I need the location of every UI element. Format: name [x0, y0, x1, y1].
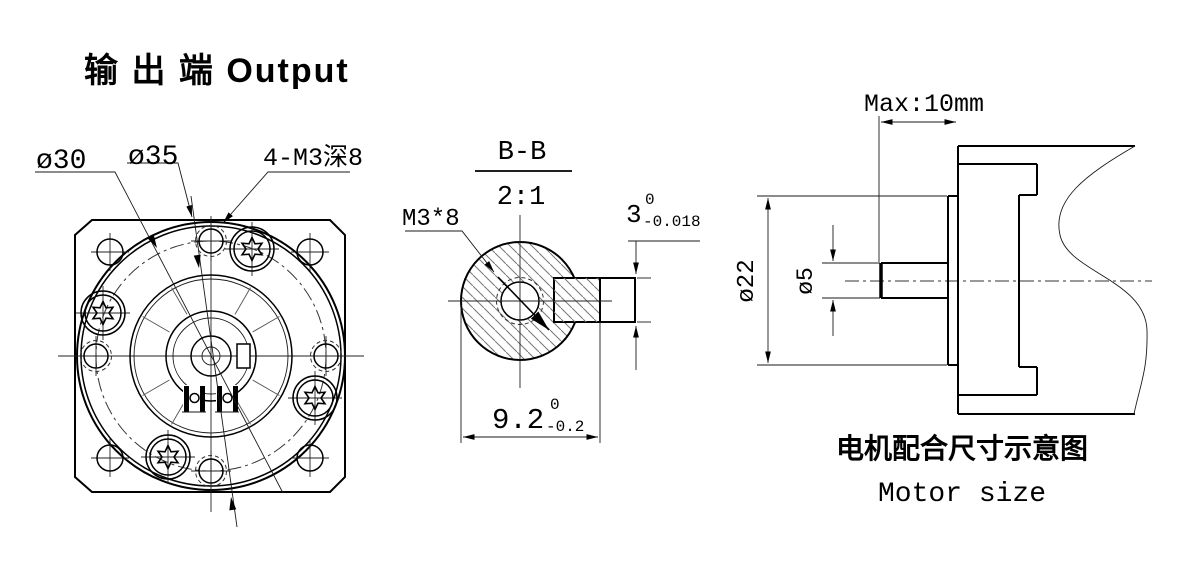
dim-3-nominal: 3 [626, 200, 642, 230]
caption-zh: 电机配合尺寸示意图 [836, 432, 1088, 464]
shaft-center-circle [201, 346, 221, 366]
carrier-spokes [142, 287, 280, 425]
section-scale: 2:1 [497, 183, 546, 213]
label-dia30: ø30 [36, 146, 86, 177]
torx-screw [75, 285, 131, 341]
section-view-bb: B-B 2:1 M3*8 9.2 0 -0.2 [402, 138, 701, 443]
label-thread-holes: 4-M3深8 [263, 143, 363, 173]
housing-bore-circle [129, 274, 293, 438]
side-view-motor: Max:10mm ø22 ø5 电机配合尺寸示意图 Motor size [734, 90, 1152, 510]
terminal-bracket-right [215, 385, 239, 413]
caption-en: Motor size [878, 479, 1046, 510]
key-block [236, 343, 251, 369]
leader-dia35 [127, 162, 193, 218]
dim-flat-width: 9.2 0 -0.2 [460, 305, 601, 443]
dim-flat-depth: 3 0 -0.018 [626, 191, 701, 370]
break-line [1058, 145, 1148, 415]
dim-92-lower: -0.2 [546, 418, 584, 436]
label-shaft-dia: ø5 [793, 267, 819, 295]
leader-m3-holes [222, 171, 350, 224]
dim-pilot-dia: ø22 [734, 195, 947, 366]
label-max-insert: Max:10mm [864, 90, 984, 119]
dim-92-nominal: 9.2 [492, 404, 544, 437]
dim-3-lower: -0.018 [643, 213, 701, 231]
flange-plate-outline [74, 219, 346, 493]
torx-screw [287, 370, 343, 426]
front-view: ø30 ø35 4-M3深8 [35, 142, 364, 528]
dim-3-upper: 0 [645, 191, 655, 209]
motor-shaft [879, 262, 948, 299]
motor-body-outline [957, 145, 1148, 415]
key-tab-hatch [554, 278, 600, 322]
terminal-bracket-left [182, 385, 206, 413]
corner-hole [90, 232, 130, 272]
pilot-boss [947, 195, 958, 366]
housing-bore-circle-2 [133, 278, 289, 434]
leader-m3x8 [405, 230, 550, 331]
corner-hole [290, 232, 330, 272]
page-title: 输 出 端 Output [84, 52, 350, 90]
hub-circle [165, 310, 257, 402]
label-pilot-dia: ø22 [734, 259, 761, 302]
shaft-circle [190, 335, 232, 377]
torx-screw [224, 221, 280, 277]
label-m3x8: M3*8 [402, 206, 460, 233]
corner-hole [90, 438, 130, 478]
dim-92-upper: 0 [550, 396, 560, 414]
dim-shaft-dia: ø5 [793, 225, 880, 336]
leader-dia30 [35, 171, 284, 494]
corner-hole [290, 438, 330, 478]
label-dia35: ø35 [128, 142, 178, 173]
section-label: B-B [498, 138, 547, 168]
dim-max-insert: Max:10mm [864, 90, 984, 262]
